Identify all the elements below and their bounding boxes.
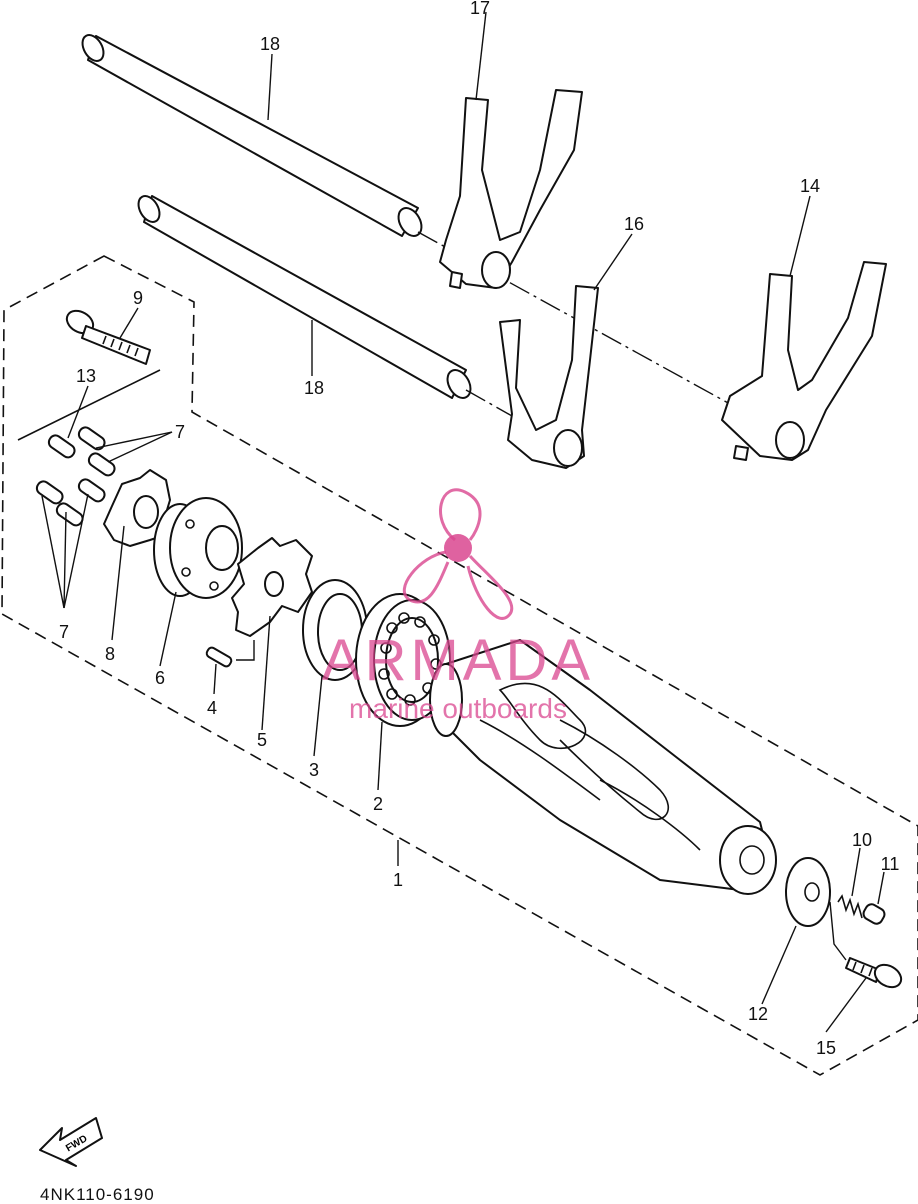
fwd-arrow-icon: FWD bbox=[39, 1117, 103, 1167]
sub-assembly-boundary bbox=[17, 369, 161, 441]
callout-7-upper: 7 bbox=[175, 422, 185, 442]
segment-plate-5[interactable] bbox=[231, 537, 313, 637]
propeller-logo-icon bbox=[402, 488, 514, 620]
callout-14: 13 bbox=[76, 366, 96, 386]
callout-labels: 17 18 14 16 9 18 13 7 7 8 6 4 5 3 2 1 10… bbox=[59, 0, 899, 1058]
callout-11: 11 bbox=[881, 854, 900, 874]
callout-13: 15 bbox=[816, 1038, 836, 1058]
shift-rod-lower[interactable] bbox=[134, 192, 475, 402]
callout-4: 4 bbox=[207, 698, 217, 718]
watermark-brand: ARMADA bbox=[322, 628, 594, 693]
callout-18-lower: 18 bbox=[304, 378, 324, 398]
callout-5: 5 bbox=[257, 730, 267, 750]
callout-1: 1 bbox=[393, 870, 403, 890]
leader-lines bbox=[41, 11, 885, 1033]
shift-drum-1[interactable] bbox=[429, 639, 777, 895]
callout-7-lower: 7 bbox=[59, 622, 69, 642]
shift-fork-16[interactable] bbox=[499, 285, 599, 469]
propeller-hub-icon bbox=[444, 534, 472, 562]
callout-17: 17 bbox=[470, 0, 490, 18]
callout-10: 10 bbox=[852, 830, 872, 850]
screw-9[interactable] bbox=[63, 306, 151, 365]
bearing-2[interactable] bbox=[355, 593, 451, 727]
callout-18-upper: 18 bbox=[260, 34, 280, 54]
shift-fork-15[interactable] bbox=[721, 261, 887, 461]
callout-8: 8 bbox=[105, 644, 115, 664]
callout-2: 2 bbox=[373, 794, 383, 814]
segment-6[interactable] bbox=[153, 497, 243, 599]
callout-15: 14 bbox=[800, 176, 820, 196]
segment-8[interactable] bbox=[103, 469, 171, 547]
callout-6: 6 bbox=[155, 668, 165, 688]
rod-centerline-lower bbox=[465, 389, 513, 417]
spring-10[interactable] bbox=[837, 894, 863, 919]
part-code: 4NK110-6190 bbox=[40, 1185, 155, 1204]
watermark: ARMADA marine outboards bbox=[322, 488, 594, 724]
screw-13[interactable] bbox=[845, 957, 905, 992]
shift-fork-17[interactable] bbox=[439, 89, 583, 289]
watermark-tagline: marine outboards bbox=[349, 693, 567, 724]
plug-11[interactable] bbox=[861, 902, 886, 926]
pins-7-upper[interactable] bbox=[47, 425, 117, 478]
callout-16: 16 bbox=[624, 214, 644, 234]
shift-rod-upper[interactable] bbox=[78, 31, 426, 240]
pins-7-lower[interactable] bbox=[35, 477, 107, 528]
callout-9: 9 bbox=[133, 288, 143, 308]
callout-3: 3 bbox=[309, 760, 319, 780]
oil-seal-3[interactable] bbox=[302, 579, 368, 681]
assembly-boundary bbox=[1, 255, 918, 1076]
stopper-12[interactable] bbox=[785, 857, 831, 927]
pin-4[interactable] bbox=[205, 646, 233, 668]
callout-12: 12 bbox=[748, 1004, 768, 1024]
